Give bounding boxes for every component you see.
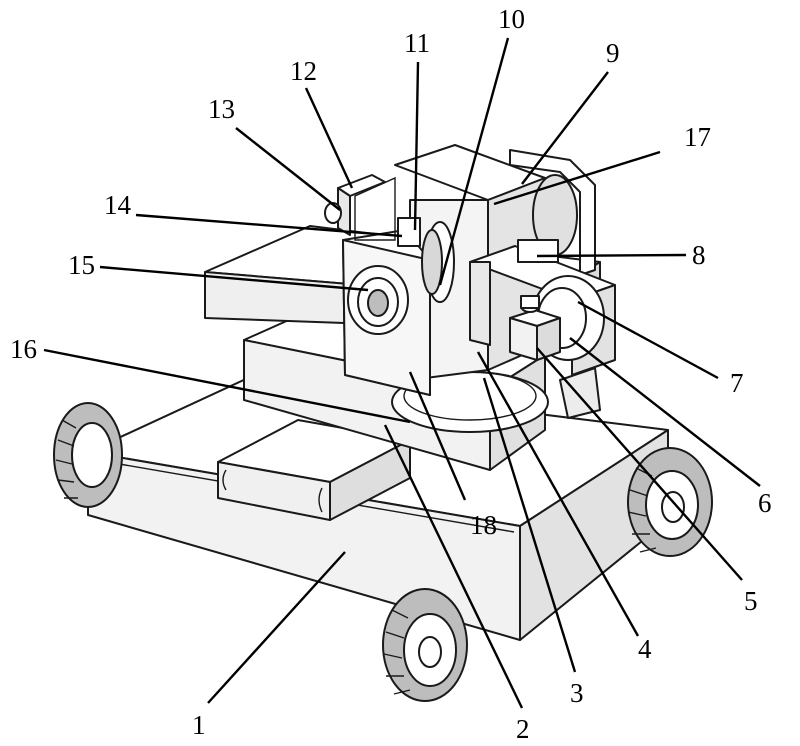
label-4: 4 [638, 634, 652, 664]
label-7: 7 [730, 368, 744, 398]
label-2: 2 [516, 714, 530, 744]
leader-2 [383, 424, 524, 709]
label-11: 11 [404, 28, 430, 58]
leader-9 [521, 71, 609, 185]
wheel-front-left [382, 588, 468, 702]
leader-lines [43, 37, 761, 709]
pitch-disc [397, 217, 455, 303]
leader-1 [207, 551, 346, 704]
label-6: 6 [758, 488, 772, 518]
label-8: 8 [692, 240, 706, 270]
leader-7 [577, 300, 719, 380]
leader-14 [135, 213, 403, 238]
top-bracket [324, 174, 396, 241]
label-9: 9 [606, 38, 620, 68]
label-1: 1 [192, 710, 206, 740]
leader-16 [43, 348, 411, 424]
camera-head [509, 295, 601, 419]
label-10: 10 [498, 4, 525, 34]
label-17: 17 [684, 122, 711, 152]
battery-pack [217, 419, 411, 521]
wheel-rear-left [53, 402, 123, 508]
leader-3 [482, 377, 577, 673]
label-3: 3 [570, 678, 584, 708]
leader-10 [438, 37, 510, 286]
leader-5 [536, 347, 743, 581]
leader-13 [235, 127, 341, 211]
label-16: 16 [10, 334, 37, 364]
leader-18 [408, 371, 467, 501]
leader-15 [99, 265, 369, 292]
leader-11 [413, 61, 420, 231]
leader-4 [476, 351, 640, 637]
leader-6 [569, 337, 761, 487]
label-13: 13 [208, 94, 235, 124]
label-18: 18 [470, 510, 497, 540]
rear-handle [509, 149, 596, 276]
leader-8 [536, 253, 687, 258]
label-12: 12 [290, 56, 317, 86]
label-15: 15 [68, 250, 95, 280]
leader-17 [493, 150, 661, 206]
leader-12 [304, 87, 354, 189]
label-5: 5 [744, 586, 758, 616]
label-14: 14 [104, 190, 132, 220]
bearing-assembly [347, 265, 409, 335]
part-labels: 1 2 3 4 5 6 7 8 9 10 11 12 13 14 15 16 1… [10, 4, 772, 744]
